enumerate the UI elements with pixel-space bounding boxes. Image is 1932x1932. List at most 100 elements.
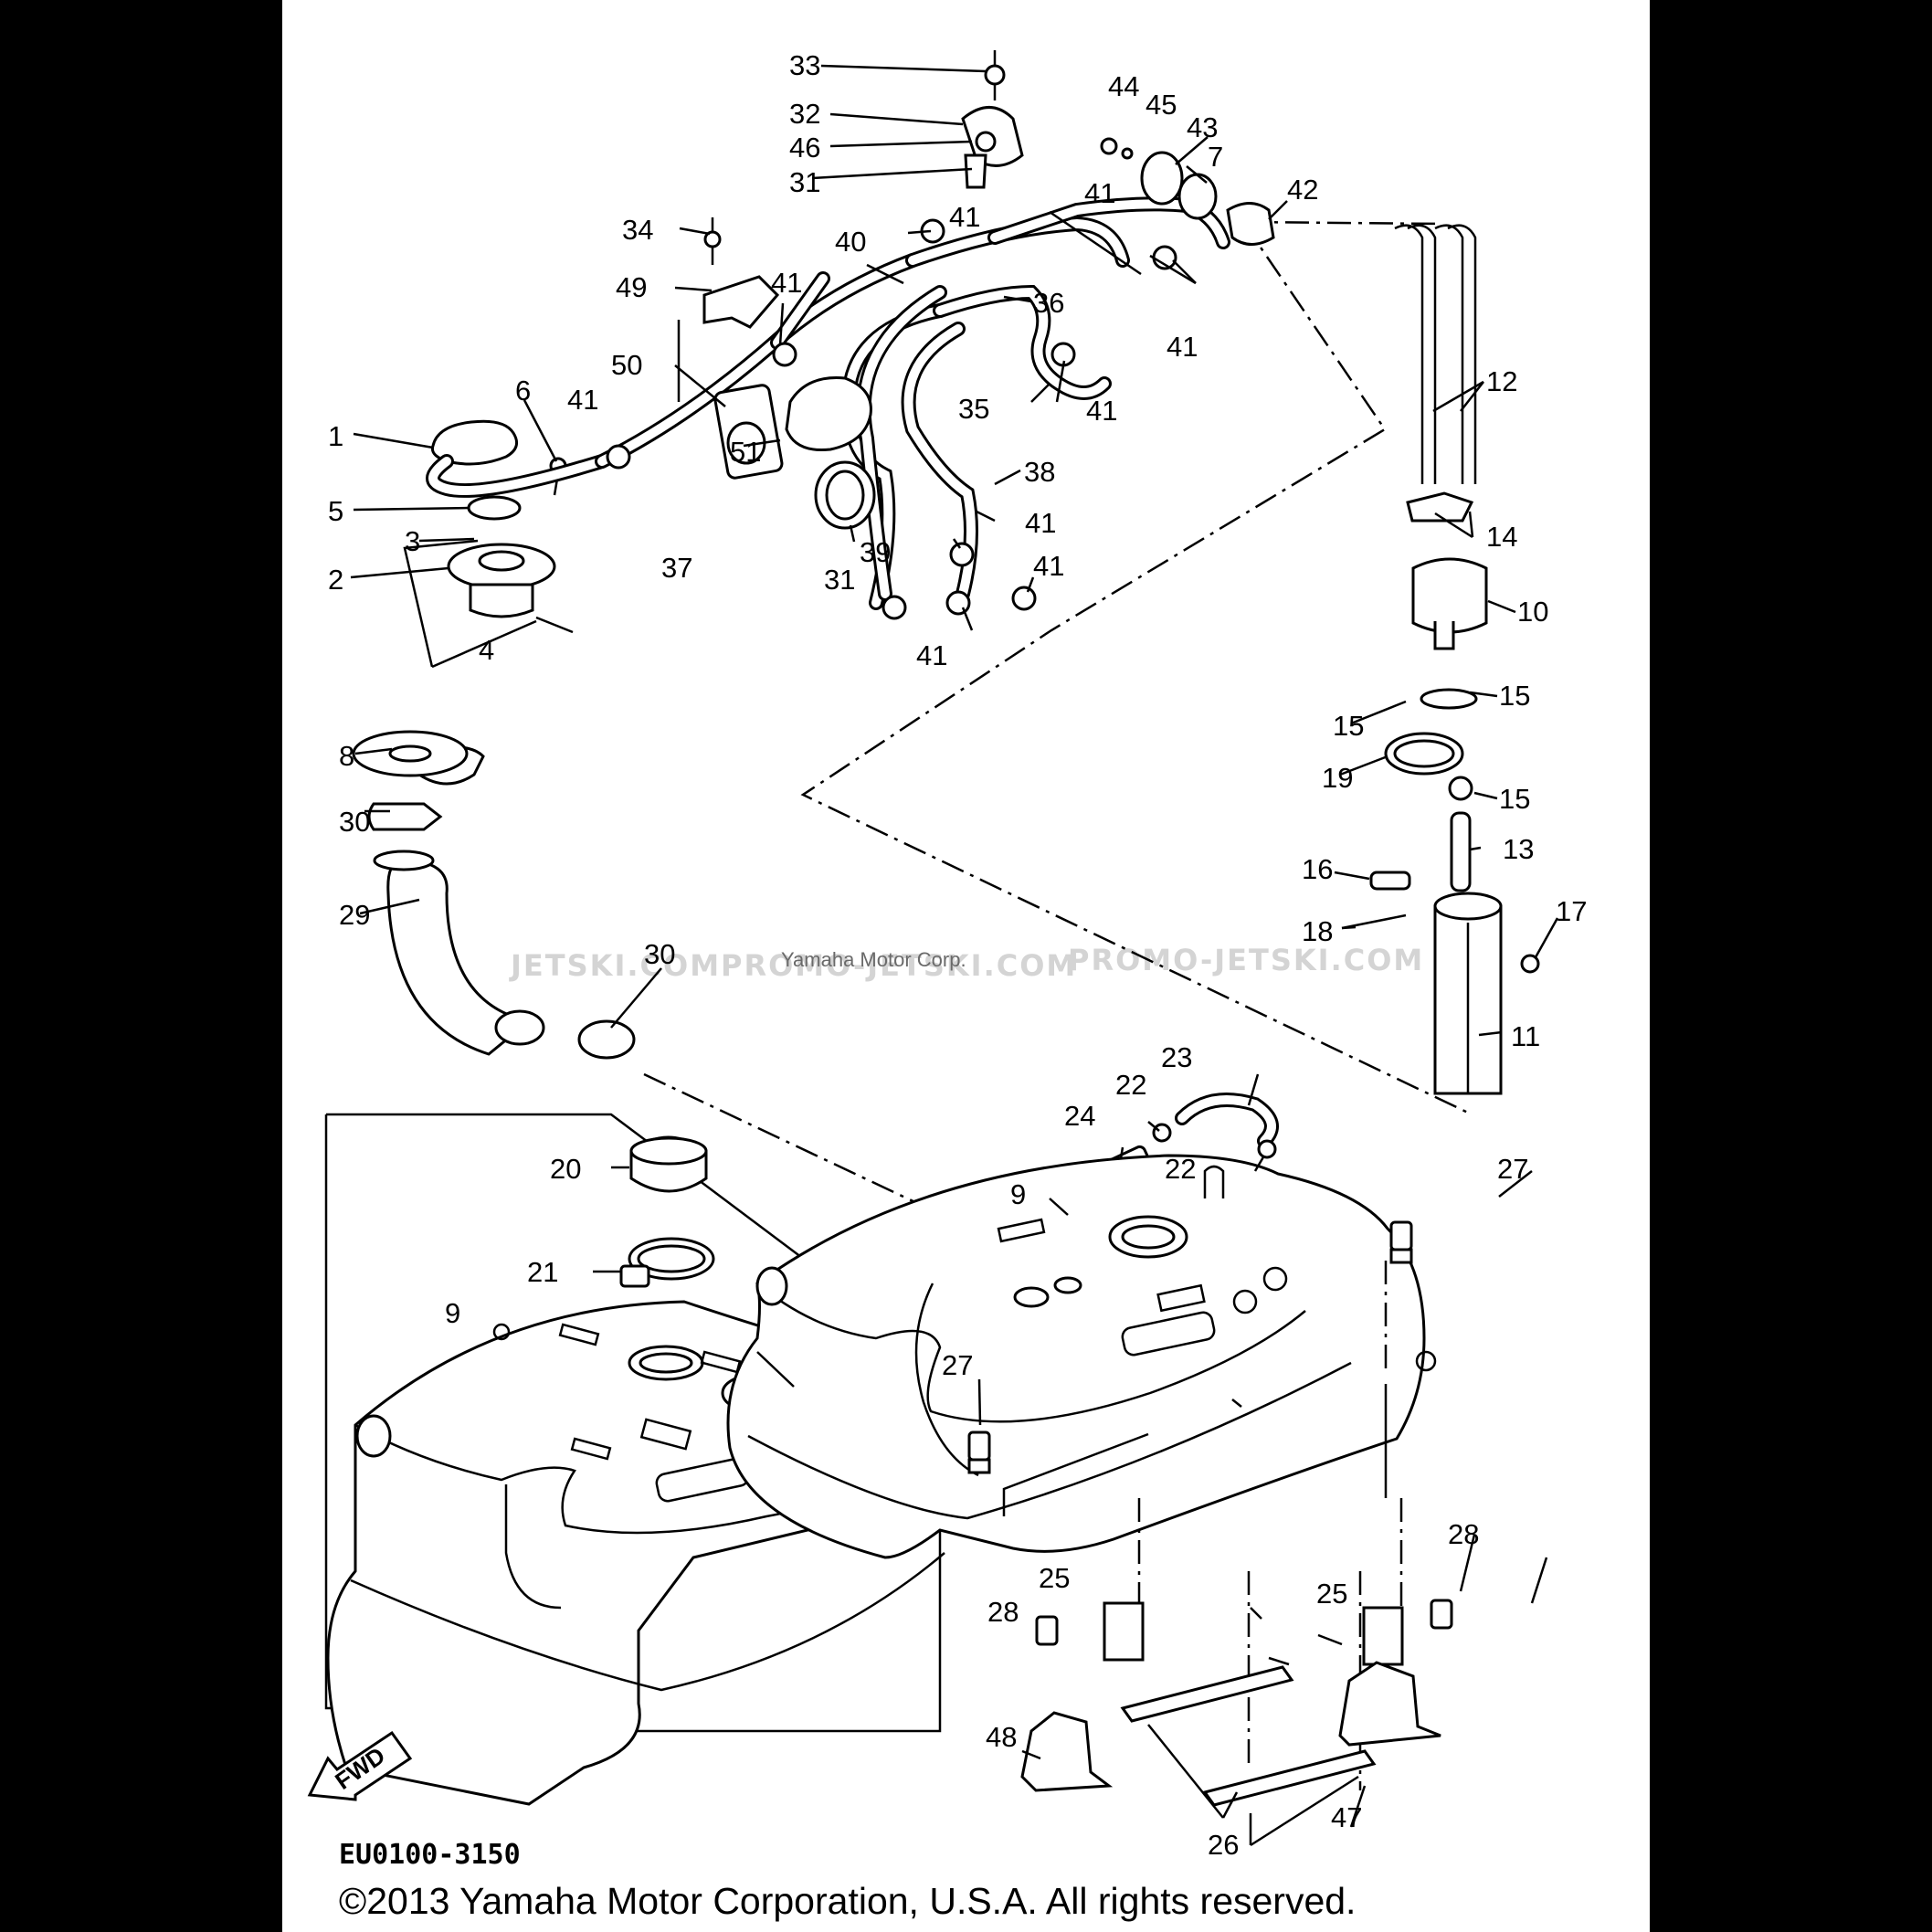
bolt-16 bbox=[1369, 871, 1411, 891]
clamp-41 bbox=[882, 595, 907, 620]
fuel-pickup-assembly bbox=[1341, 871, 1540, 1095]
drain-assembly bbox=[1105, 1093, 1279, 1177]
callout-28a: 28 bbox=[987, 1596, 1019, 1628]
callout-21: 21 bbox=[527, 1256, 558, 1288]
callout-23: 23 bbox=[1161, 1041, 1192, 1073]
callout-37: 37 bbox=[661, 552, 692, 584]
joint-14 bbox=[1406, 491, 1474, 523]
callout-31a: 31 bbox=[789, 166, 820, 198]
callout-39: 39 bbox=[860, 536, 891, 568]
callout-46: 46 bbox=[789, 132, 820, 164]
part-46 bbox=[975, 131, 997, 153]
filler-neck bbox=[469, 583, 534, 618]
callout-8: 8 bbox=[339, 740, 354, 772]
valve-42 bbox=[1226, 202, 1275, 246]
diagram-code: EU0100-3150 bbox=[339, 1839, 521, 1871]
callout-34: 34 bbox=[622, 214, 653, 246]
callout-36: 36 bbox=[1033, 287, 1064, 319]
callout-41d: 41 bbox=[1086, 395, 1117, 427]
part-44 bbox=[1100, 137, 1118, 155]
clamp-41 bbox=[1011, 586, 1037, 611]
watermark-jetski: JETSKI.COM bbox=[509, 948, 721, 983]
watermark-yamaha: Yamaha Motor Corp. bbox=[781, 948, 966, 971]
leader-lines bbox=[350, 64, 1559, 1847]
callout-15c: 15 bbox=[1499, 783, 1530, 815]
bracket-25a bbox=[1103, 1601, 1145, 1662]
callout-48: 48 bbox=[986, 1721, 1017, 1753]
filler-hose-assembly bbox=[352, 730, 636, 1060]
callout-29: 29 bbox=[339, 899, 370, 931]
callout-6: 6 bbox=[515, 375, 531, 406]
callout-42: 42 bbox=[1287, 174, 1318, 206]
clamp-41 bbox=[606, 444, 631, 470]
vent-valve-10 bbox=[1411, 557, 1488, 634]
part-45 bbox=[1121, 147, 1134, 160]
reference-line-hoses bbox=[800, 221, 1469, 1114]
parts-diagram-sheet: JETSKI.COM PROMO-JETSKI.COM PROMO-JETSKI… bbox=[282, 0, 1650, 1932]
pad-26a bbox=[1120, 1665, 1294, 1723]
callout-50: 50 bbox=[611, 349, 642, 381]
callout-9-main: 9 bbox=[1010, 1178, 1026, 1210]
callout-35: 35 bbox=[958, 393, 989, 425]
callout-10: 10 bbox=[1517, 596, 1548, 628]
pad-26b bbox=[1202, 1749, 1377, 1807]
bolt-28b bbox=[1430, 1599, 1453, 1630]
callout-41a: 41 bbox=[567, 384, 598, 416]
fuel-hoses bbox=[426, 196, 1230, 610]
callout-41h: 41 bbox=[1033, 550, 1064, 582]
brackets bbox=[1103, 1601, 1404, 1666]
callout-33: 33 bbox=[789, 49, 820, 81]
pads-26 bbox=[1120, 1665, 1377, 1807]
callout-49: 49 bbox=[616, 271, 647, 303]
mounts bbox=[1020, 1661, 1441, 1792]
bolts bbox=[967, 1220, 1453, 1646]
clamp-15 bbox=[1420, 688, 1478, 710]
callout-40: 40 bbox=[835, 226, 866, 258]
copyright-notice: ©2013 Yamaha Motor Corporation, U.S.A. A… bbox=[339, 1880, 1356, 1922]
callout-41i: 41 bbox=[916, 639, 947, 671]
cap-gasket bbox=[467, 495, 522, 521]
callout-31b: 31 bbox=[824, 564, 855, 596]
bracket-25b bbox=[1362, 1606, 1404, 1666]
callout-15a: 15 bbox=[1499, 680, 1530, 712]
callout-41g: 41 bbox=[1025, 507, 1056, 539]
callout-4: 4 bbox=[479, 634, 494, 666]
callout-3: 3 bbox=[405, 525, 420, 557]
callout-24: 24 bbox=[1064, 1100, 1095, 1132]
clamp-41 bbox=[772, 342, 797, 367]
callout-25a: 25 bbox=[1039, 1562, 1070, 1594]
callout-18: 18 bbox=[1302, 915, 1333, 947]
callout-41e: 41 bbox=[1084, 177, 1115, 209]
callout-7: 7 bbox=[1208, 141, 1223, 173]
mount-48 bbox=[1020, 1711, 1114, 1792]
bolt-27b bbox=[967, 1431, 991, 1462]
filler-cap-assembly bbox=[403, 419, 574, 669]
callout-22a: 22 bbox=[1115, 1069, 1146, 1101]
callout-41b: 41 bbox=[771, 267, 802, 299]
check-valve-assembly bbox=[1100, 137, 1275, 246]
callout-25b: 25 bbox=[1316, 1578, 1347, 1610]
fuel-tank-main bbox=[726, 1154, 1437, 1559]
vent-assembly bbox=[1384, 224, 1488, 892]
clamp-41 bbox=[945, 590, 971, 616]
clamp-30b bbox=[577, 1019, 636, 1060]
callout-16: 16 bbox=[1302, 853, 1333, 885]
part-31 bbox=[964, 153, 987, 189]
mount-47 bbox=[1338, 1661, 1441, 1747]
callout-13: 13 bbox=[1503, 833, 1534, 865]
part-43 bbox=[1140, 151, 1184, 206]
fuel-tank-exploded-view: JETSKI.COM PROMO-JETSKI.COM PROMO-JETSKI… bbox=[307, 49, 1587, 1922]
callout-15b: 15 bbox=[1333, 710, 1364, 742]
callout-12: 12 bbox=[1486, 365, 1517, 397]
hose-clamps bbox=[606, 218, 1177, 620]
callout-41c: 41 bbox=[949, 201, 980, 233]
callout-14: 14 bbox=[1486, 521, 1517, 553]
bracket-49 bbox=[702, 275, 780, 329]
callout-5: 5 bbox=[328, 495, 343, 527]
screw-34 bbox=[703, 230, 722, 248]
callout-9-inset: 9 bbox=[445, 1297, 460, 1329]
fuel-filter bbox=[785, 376, 872, 452]
callout-26: 26 bbox=[1208, 1829, 1239, 1861]
callout-27a: 27 bbox=[1497, 1153, 1528, 1185]
callout-19: 19 bbox=[1322, 762, 1353, 794]
